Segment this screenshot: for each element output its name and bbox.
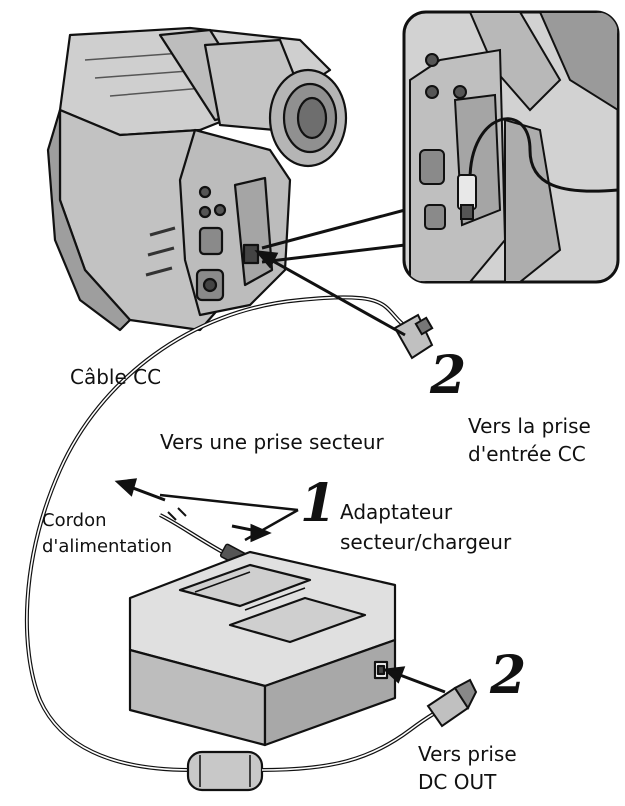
arrows [114, 250, 446, 694]
ac-adapter-charger [128, 550, 397, 747]
dc-plug-camera-end [393, 313, 434, 360]
to-dc-input-label-line2: d'entrée CC [468, 442, 586, 466]
to-wall-outlet-label: Vers une prise secteur [160, 430, 384, 454]
power-cord-label-line2: d'alimentation [42, 536, 172, 557]
dc-cable-label: Câble CC [70, 365, 162, 389]
arrow-to-dc-input [261, 253, 406, 337]
camcorder-illustration [46, 26, 348, 332]
power-cord-label-line1: Cordon [42, 510, 107, 531]
step-1-power-cord: 1 [300, 473, 337, 534]
to-dc-input-label-line1: Vers la prise [468, 414, 591, 438]
adapter-label-line1: Adaptateur [340, 500, 453, 524]
step-2-dc-out: 2 [490, 645, 527, 706]
adapter-label-line2: secteur/chargeur [340, 530, 512, 554]
to-dc-out-label-line2: DC OUT [418, 770, 497, 794]
dc-input-inset [402, 10, 620, 284]
to-dc-out-label-line1: Vers prise [418, 742, 517, 766]
dc-plug-charger-end [426, 678, 478, 728]
step-2-dc-input: 2 [430, 345, 467, 406]
inset-callout-lines [261, 208, 406, 264]
